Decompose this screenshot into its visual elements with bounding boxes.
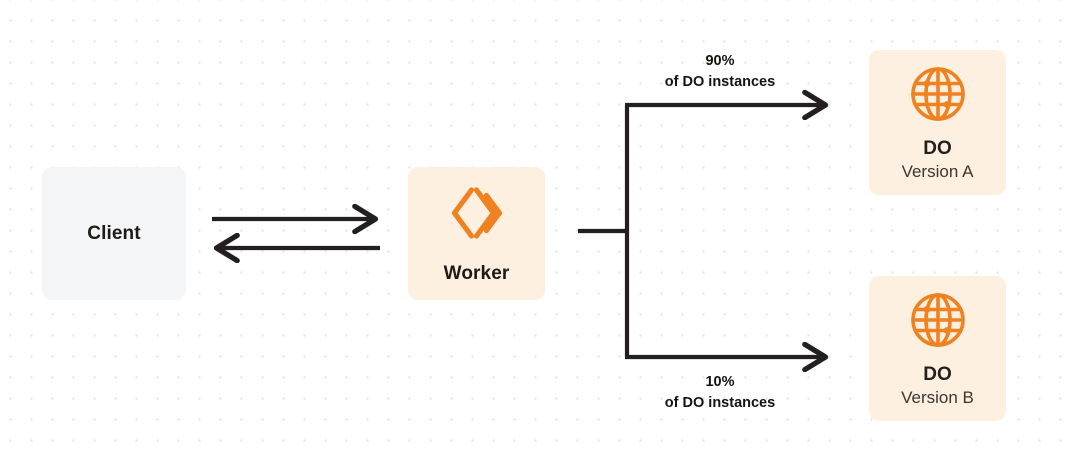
node-do-version-b[interactable]: DO Version B [869,276,1006,421]
edge-label-10-percent: 10% of DO instances [630,372,810,413]
node-client[interactable]: Client [42,167,186,300]
globe-icon [907,63,969,130]
edge-label-percent: 90% [705,53,735,69]
node-worker-label: Worker [443,263,510,285]
node-do-version-a[interactable]: DO Version A [869,50,1006,195]
node-do-a-subtitle: Version A [901,161,974,181]
node-do-b-title: DO [923,363,952,385]
edge-label-caption: of DO instances [664,394,776,411]
connector-worker-split [578,105,630,357]
node-worker[interactable]: Worker [408,167,545,300]
node-do-a-title: DO [923,137,952,159]
globe-icon [907,289,969,356]
node-do-b-subtitle: Version B [901,387,974,407]
node-client-label: Client [87,222,141,244]
edge-label-caption: of DO instances [664,73,776,90]
edge-label-percent: 10% [705,374,735,390]
edge-label-90-percent: 90% of DO instances [630,51,810,92]
cloudflare-workers-icon [446,182,508,249]
